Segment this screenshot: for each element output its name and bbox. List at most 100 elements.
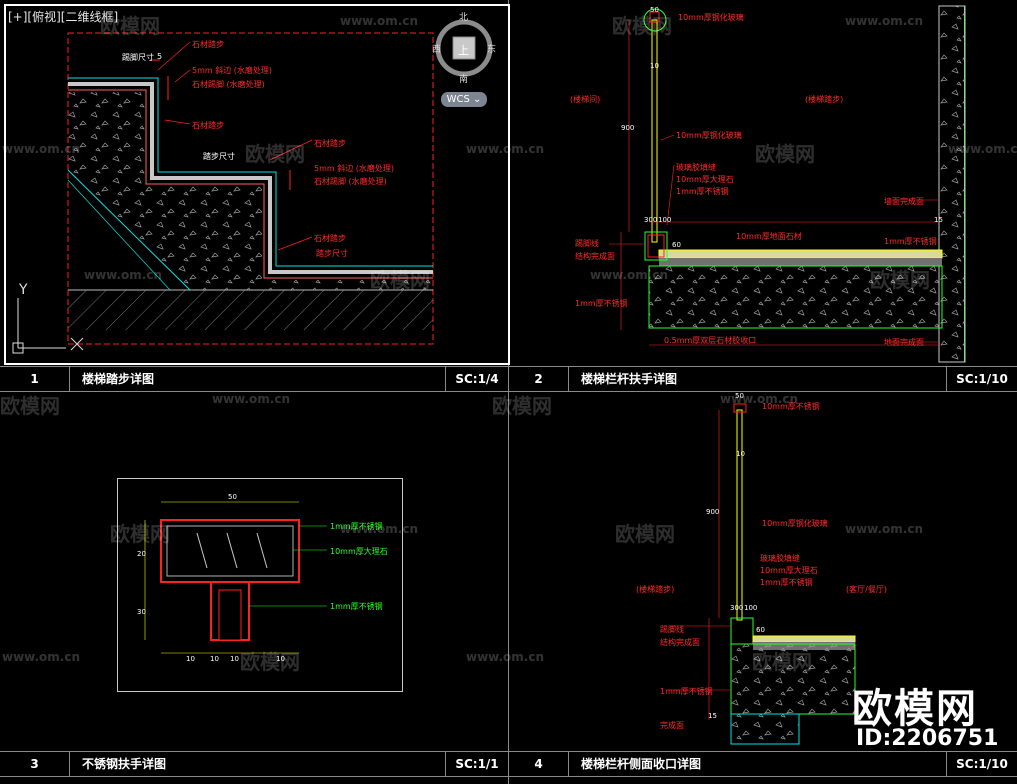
p2-annotation: 1mm厚不锈钢: [676, 187, 729, 196]
wcs-label: WCS: [446, 94, 470, 105]
watermark-url: www.om.cn: [590, 268, 669, 282]
panel-4-titlebar: 4 楼梯栏杆侧面收口详图 SC:1/10: [509, 751, 1017, 777]
viewcube-ring-icon: [435, 19, 493, 77]
watermark-url: www.om.cn: [845, 14, 924, 28]
watermark-url: www.om.cn: [212, 392, 291, 406]
viewcube-west[interactable]: 西: [432, 45, 442, 55]
p4-annotation: (楼梯踏步): [636, 585, 675, 594]
p2-annotation: 1mm厚不锈钢: [575, 299, 628, 308]
p2-annotation: 0.5mm厚双层石材胶收口: [664, 336, 757, 345]
panel-number: 2: [509, 367, 569, 391]
p1-annotation: 5mm 斜边 (水磨处理): [192, 66, 273, 75]
watermark-url: www.om.cn: [2, 650, 81, 664]
p1-annotation: 石材踢脚 (水磨处理): [192, 80, 265, 89]
watermark-logo: 欧模网: [0, 394, 60, 418]
p3-dim: 50: [228, 493, 237, 501]
p3-annotation: 1mm厚不锈钢: [330, 602, 383, 611]
panel-2-titlebar: 2 楼梯栏杆扶手详图 SC:1/10: [509, 366, 1017, 392]
watermark-url: www.om.cn: [84, 268, 163, 282]
p2-annotation: (楼梯间): [570, 95, 601, 104]
watermark-logo: 欧模网: [245, 142, 305, 166]
panel-title: 楼梯踏步详图: [70, 367, 446, 391]
panel-scale: SC:1/10: [956, 372, 1008, 386]
p4-dim: 100: [744, 604, 758, 612]
panel-scale: SC:1/4: [455, 372, 499, 386]
p2-dim: 50: [650, 6, 659, 14]
panel-number: 1: [0, 367, 70, 391]
viewcube-top-face[interactable]: 上: [458, 44, 469, 57]
p2-annotation: 墙面完成面: [884, 197, 924, 206]
p1-annotation: 石材踏步: [192, 121, 224, 130]
p2-annotation: 10mm厚钢化玻璃: [678, 13, 744, 22]
panel-1-drawing[interactable]: [0, 0, 508, 366]
p3-dim: 10: [210, 655, 219, 663]
p4-dim: 300: [730, 604, 744, 612]
p3-dim: 10: [276, 655, 285, 663]
p1-annotation: 5mm 斜边 (水磨处理): [314, 164, 395, 173]
p4-annotation: 完成面: [660, 721, 684, 730]
p3-dim: 20: [137, 550, 146, 558]
panel-3-drawing: [144, 501, 327, 654]
panel-title: 不锈钢扶手详图: [70, 752, 446, 776]
p2-annotation: 地面完成面: [884, 338, 924, 347]
p2-annotation: 结构完成面: [575, 252, 615, 261]
p1-annotation: 踢脚尺寸: [122, 53, 154, 62]
viewport-controls-label[interactable]: [+][俯视][二维线框]: [8, 10, 119, 24]
active-viewport-frame[interactable]: [4, 4, 510, 365]
p4-annotation: 10mm厚钢化玻璃: [762, 519, 828, 528]
p3-dim: 10: [230, 655, 239, 663]
ucs-y-label: Y: [19, 282, 28, 298]
p2-annotation: 玻璃胶填缝: [676, 163, 716, 172]
panel-title: 楼梯栏杆扶手详图: [569, 367, 947, 391]
p4-annotation: 1mm厚不锈钢: [760, 578, 813, 587]
watermark-url: www.om.cn: [466, 142, 545, 156]
panel-1-titlebar: 1 楼梯踏步详图 SC:1/4: [0, 366, 508, 392]
viewcube[interactable]: 北 南 西 东 上: [430, 10, 497, 85]
p1-annotation: 踏步尺寸: [316, 249, 348, 258]
p1-annotation: 石材踏步: [192, 40, 224, 49]
p4-annotation: 玻璃胶填缝: [760, 554, 800, 563]
p4-annotation: 10mm厚不锈钢: [762, 402, 820, 411]
viewcube-south[interactable]: 南: [459, 75, 469, 85]
panel-3-drawing-box: [117, 478, 403, 692]
viewcube-north[interactable]: 北: [459, 13, 469, 23]
watermark-url: www.om.cn: [340, 522, 419, 536]
p2-annotation: 10mm厚钢化玻璃: [676, 131, 742, 140]
watermark-url: www.om.cn: [466, 650, 545, 664]
watermark-url: www.om.cn: [845, 522, 924, 536]
p2-dim: 10: [650, 62, 659, 70]
watermark-logo: 欧模网: [110, 522, 170, 546]
p2-dim: 300: [644, 216, 658, 224]
watermark-logo: 欧模网: [100, 14, 160, 38]
panel-number: 3: [0, 752, 70, 776]
panel-title: 楼梯栏杆侧面收口详图: [569, 752, 947, 776]
p4-annotation: 1mm厚不锈钢: [660, 687, 713, 696]
watermark-url: www.om.cn: [720, 392, 799, 406]
panel-scale: SC:1/1: [455, 757, 499, 771]
p4-dim: 50: [735, 392, 744, 400]
p2-annotation: 10mm厚地面石材: [736, 232, 802, 241]
watermark-logo: 欧模网: [615, 522, 675, 546]
p2-dim: 15: [934, 216, 943, 224]
watermark-logo: 欧模网: [370, 268, 430, 292]
panel-scale: SC:1/10: [956, 757, 1008, 771]
watermark-url: www.om.cn: [948, 142, 1017, 156]
p4-dim: 60: [756, 626, 765, 634]
watermark-logo: 欧模网: [612, 14, 672, 38]
p2-dim: 60: [672, 241, 681, 249]
watermark-url: www.om.cn: [2, 142, 81, 156]
model-id: ID:2206751: [856, 726, 999, 751]
viewcube-east[interactable]: 东: [487, 45, 497, 55]
watermark-logo: 欧模网: [240, 650, 300, 674]
p2-annotation: 踢脚线: [575, 239, 599, 248]
p2-dim: 100: [658, 216, 672, 224]
watermark-logo: 欧模网: [492, 394, 552, 418]
p1-annotation: 5: [157, 52, 163, 61]
p2-annotation: 10mm厚大理石: [676, 175, 734, 184]
p3-dim: 30: [137, 608, 146, 616]
p1-annotation: 石材踏步: [314, 234, 346, 243]
p3-annotation: 1mm厚不锈钢: [330, 522, 383, 531]
wcs-menu-button[interactable]: WCS ⌄: [441, 92, 487, 107]
p2-dim: 900: [621, 124, 635, 132]
watermark-logo: 欧模网: [755, 142, 815, 166]
